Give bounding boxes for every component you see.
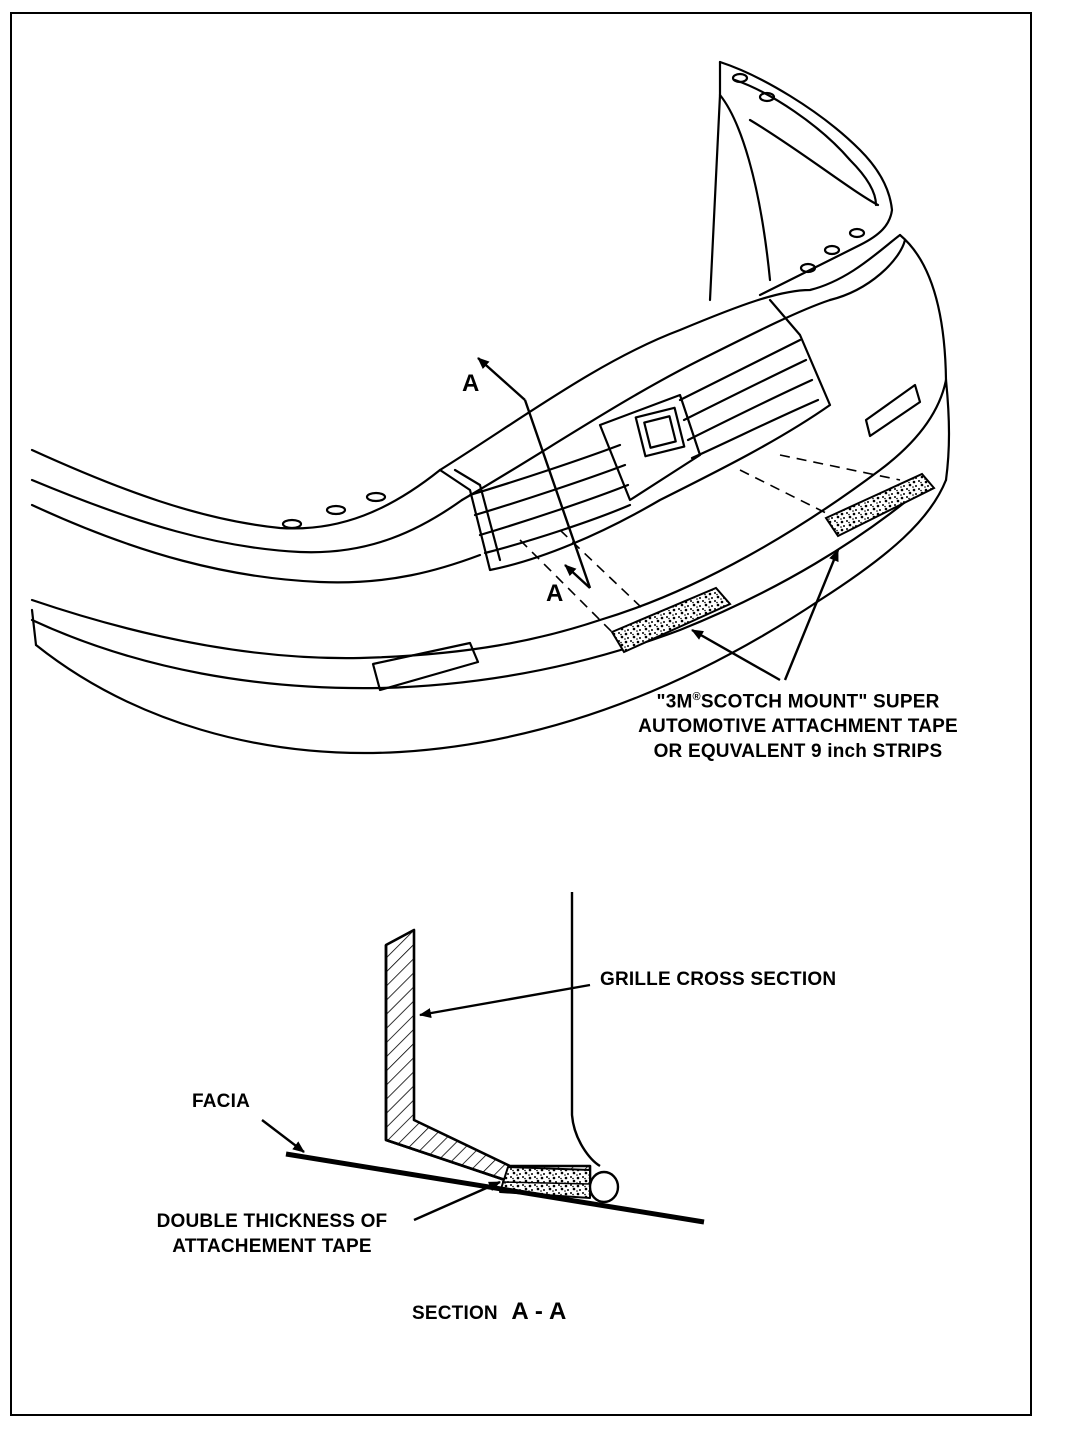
double-tape-line2: ATTACHEMENT TAPE: [172, 1235, 372, 1257]
page-border: [10, 12, 1032, 1416]
double-tape-line1: DOUBLE THICKNESS OF: [156, 1211, 388, 1232]
tape-callout-line2: AUTOMOTIVE ATTACHMENT TAPE: [638, 716, 958, 738]
facia-label: FACIA: [192, 1091, 250, 1112]
bumper-fascia: [30, 60, 951, 755]
section-a-a-detail: [285, 892, 705, 1225]
grille-cross-section-label: GRILLE CROSS SECTION: [600, 969, 837, 990]
tape-strip-right: [824, 472, 936, 538]
tape-callout-label: "3M®SCOTCH MOUNT" SUPER AUTOMOTIVE ATTAC…: [608, 690, 988, 764]
section-caption-letters: A - A: [511, 1298, 567, 1325]
tape-strip-left: [610, 586, 732, 654]
section-caption-word: SECTION: [412, 1303, 498, 1324]
section-marker-top: A: [462, 370, 480, 397]
tape-callout-line1: "3M®SCOTCH MOUNT" SUPER: [656, 691, 940, 713]
section-marker-bottom: A: [546, 580, 564, 607]
registered-trademark-icon: ®: [692, 691, 701, 703]
double-tape-label: DOUBLE THICKNESS OF ATTACHEMENT TAPE: [122, 1210, 422, 1259]
section-leader-arrows: [261, 983, 591, 1222]
tape-callout-line3: OR EQUVALENT 9 inch STRIPS: [653, 740, 943, 762]
tape-leader-arrows: [691, 549, 840, 682]
section-caption: SECTION A - A: [412, 1296, 567, 1327]
section-cut-line: [477, 357, 592, 589]
